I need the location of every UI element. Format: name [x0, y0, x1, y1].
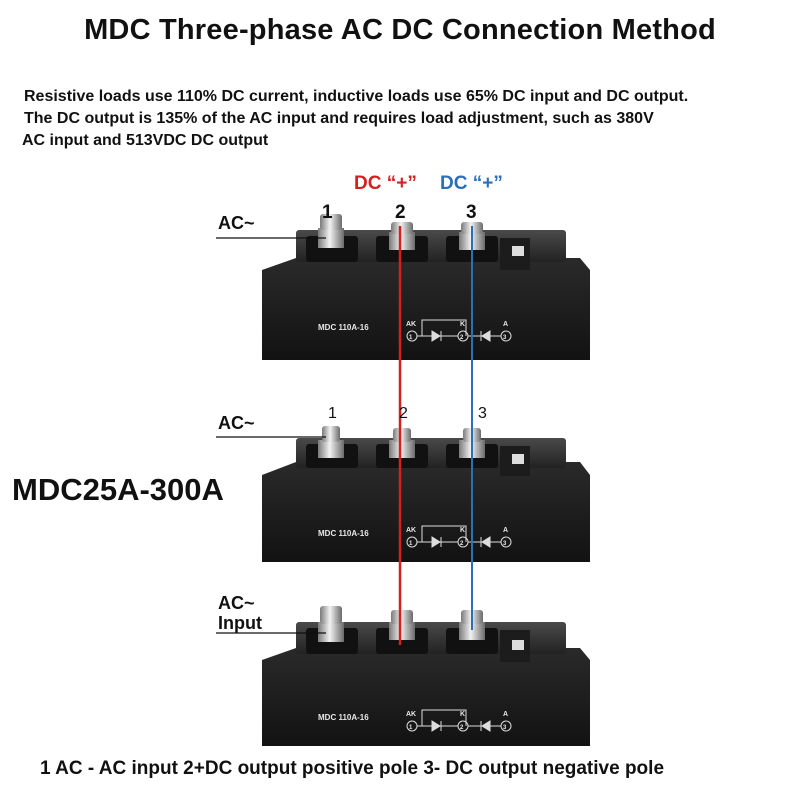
pin-number-3: 3	[478, 405, 487, 422]
diode-schematic-icon	[406, 319, 512, 342]
dc-positive-label-red: DC “+”	[354, 173, 417, 194]
screw-icon	[318, 606, 344, 642]
page-title: MDC Three-phase AC DC Connection Method	[84, 14, 716, 46]
svg-text:3: 3	[503, 541, 507, 547]
svg-text:K: K	[460, 321, 465, 328]
pin-number-2: 2	[399, 405, 408, 422]
svg-text:3: 3	[503, 335, 507, 341]
pin-legend-footer: 1 AC - AC input 2+DC output positive pol…	[40, 758, 665, 779]
module-model-text: MDC 110A-16	[318, 713, 369, 722]
svg-text:AK: AK	[406, 527, 416, 534]
svg-text:2: 2	[460, 725, 464, 731]
screw-icon	[389, 610, 415, 640]
svg-text:2: 2	[460, 541, 464, 547]
module-model-text: MDC 110A-16	[318, 323, 369, 332]
pin-number-1: 1	[328, 405, 337, 422]
svg-text:A: A	[503, 321, 508, 328]
screw-icon	[318, 214, 344, 248]
description-line-1: Resistive loads use 110% DC current, ind…	[24, 88, 689, 105]
description-line-3: AC input and 513VDC DC output	[22, 132, 269, 149]
screw-icon	[318, 426, 344, 458]
screw-icon	[389, 428, 415, 458]
description-line-2: The DC output is 135% of the AC input an…	[24, 110, 654, 127]
ac-label-2: AC~	[218, 413, 255, 433]
svg-text:1: 1	[409, 725, 413, 731]
svg-text:1: 1	[409, 335, 413, 341]
svg-text:2: 2	[460, 335, 464, 341]
svg-text:3: 3	[503, 725, 507, 731]
diode-schematic-icon	[406, 709, 512, 732]
svg-text:AK: AK	[406, 711, 416, 718]
svg-text:1: 1	[409, 541, 413, 547]
module-model-text: MDC 110A-16	[318, 529, 369, 538]
screw-icon	[389, 222, 415, 250]
svg-text:A: A	[503, 527, 508, 534]
diode-schematic-icon	[406, 525, 512, 548]
ac-input-label: AC~ Input	[218, 593, 262, 633]
model-range-label: MDC25A-300A	[12, 472, 224, 507]
module-2: MDC 110A-16 AK K A 1 2 3	[262, 426, 590, 562]
pin-number-2: 2	[395, 202, 406, 223]
pin-number-3: 3	[466, 202, 477, 223]
svg-text:AK: AK	[406, 321, 416, 328]
module-3: MDC 110A-16 AK K A 1 2 3	[262, 606, 590, 746]
module-1: MDC 110A-16 AK K A 1 2 3	[262, 214, 590, 360]
ac-label-1: AC~	[218, 213, 255, 233]
svg-text:A: A	[503, 711, 508, 718]
svg-text:K: K	[460, 527, 465, 534]
dc-positive-label-blue: DC “+”	[440, 173, 503, 194]
svg-text:K: K	[460, 711, 465, 718]
pin-number-1: 1	[322, 202, 333, 223]
